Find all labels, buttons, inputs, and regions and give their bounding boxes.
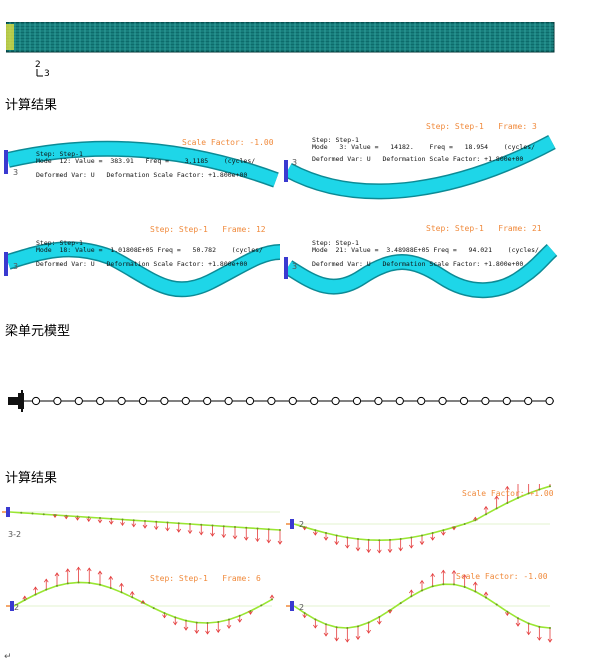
tube-shape	[4, 241, 281, 298]
beam-node	[352, 396, 362, 406]
axis-label: 2	[299, 603, 305, 612]
beam-node	[524, 396, 533, 406]
support-icon	[290, 519, 294, 529]
corner-label: Step: Step-1 Frame: 3	[426, 122, 537, 131]
step-label: Step: Step-1	[312, 136, 359, 144]
tube-shape	[283, 243, 558, 299]
corner-label: Scale Factor: -1.00	[182, 138, 274, 147]
axis-label: 3	[292, 262, 298, 271]
step-label: Step: Step-1	[36, 150, 83, 158]
beam-mode-panel-4	[286, 569, 553, 643]
corner-label: Step: Step-1 Frame: 12	[150, 225, 266, 234]
mode-line: Mode 18: Value = 1.01808E+05 Freq = 50.7…	[36, 246, 263, 254]
beam-mode-panel-1	[2, 507, 283, 545]
beam-node	[331, 396, 340, 406]
axis-label-3: 3	[44, 69, 50, 79]
beam-node	[74, 396, 83, 406]
beam-node	[395, 396, 404, 406]
beam-node	[117, 396, 126, 406]
beam-node	[288, 396, 297, 406]
beam-mode-panel-3	[6, 566, 275, 635]
beam-node	[245, 396, 255, 406]
beam-element-model	[8, 390, 554, 412]
deformed-line: Deformed Var: U Deformation Scale Factor…	[36, 171, 248, 179]
corner-label: Step: Step-1 Frame: 6	[150, 574, 261, 583]
tube-shape	[284, 134, 556, 200]
axis-triad	[36, 69, 43, 77]
corner-label: Scale Factor: +1.00	[462, 489, 554, 498]
beam-node	[481, 396, 490, 406]
beam-node	[545, 396, 554, 406]
axis-label: 3	[292, 158, 298, 167]
heading-results-2: 计算结果	[5, 471, 58, 486]
axis-label: 3-2	[8, 530, 22, 539]
beam-node	[224, 396, 233, 406]
tube-shape	[4, 140, 279, 188]
beam-node	[138, 396, 148, 406]
corner-label: Scale Factor: -1.00	[456, 572, 548, 581]
axis-label: 3	[13, 168, 19, 177]
beam-node	[53, 396, 62, 406]
beam-node	[310, 396, 319, 406]
step-label: Step: Step-1	[312, 239, 359, 247]
axis-label: 3	[13, 262, 19, 271]
shell-mode-panel-2: Step: Step-1 Frame: 3 Step: Step-1 Mode …	[282, 120, 582, 200]
shell-mesh-model	[6, 22, 555, 53]
corner-label: Step: Step-1 Frame: 21	[426, 224, 542, 233]
support-icon	[290, 601, 294, 611]
beam-support-icon	[8, 390, 24, 412]
beam-node	[267, 396, 276, 406]
beam-node	[160, 396, 169, 406]
shell-mode-panel-1: Scale Factor: -1.00 Step: Step-1 Mode 12…	[0, 120, 290, 200]
heading-beam-model: 梁单元模型	[5, 324, 71, 339]
deformed-line: Deformed Var: U Deformation Scale Factor…	[312, 155, 524, 163]
mode-line: Mode 21: Value = 3.48988E+05 Freq = 94.0…	[312, 246, 539, 254]
axis-label: 2	[299, 520, 305, 529]
beam-node	[438, 396, 447, 406]
heading-results-1: 计算结果	[5, 98, 58, 113]
beam-node	[96, 396, 105, 406]
beam-node	[459, 396, 469, 406]
beam-node	[181, 396, 190, 406]
beam-node	[31, 396, 41, 406]
shell-mode-panel-4: Step: Step-1 Frame: 21 Step: Step-1 Mode…	[282, 222, 582, 302]
step-label: Step: Step-1	[36, 239, 83, 247]
axis-label-2: 2	[35, 60, 41, 70]
support-icon	[10, 601, 14, 611]
mode-line: Mode 12: Value = 383.91 Freq = 3.1185 (c…	[36, 157, 256, 165]
beam-mode-panel-2	[286, 484, 551, 554]
axis-label: 2	[14, 603, 20, 612]
beam-node	[417, 396, 426, 406]
deformed-line: Deformed Var: U Deformation Scale Factor…	[36, 260, 248, 268]
fixed-boundary-marker	[6, 24, 14, 50]
shell-mode-panel-3: Step: Step-1 Frame: 12 Step: Step-1 Mode…	[0, 222, 290, 302]
paragraph-mark: ↵	[4, 652, 12, 662]
beam-node	[502, 396, 511, 406]
beam-node	[374, 396, 383, 406]
support-icon	[6, 507, 10, 517]
mode-line: Mode 3: Value = 14182. Freq = 18.954 (cy…	[312, 143, 536, 151]
beam-node	[203, 396, 212, 406]
deformed-line: Deformed Var: U Deformation Scale Factor…	[312, 260, 524, 268]
